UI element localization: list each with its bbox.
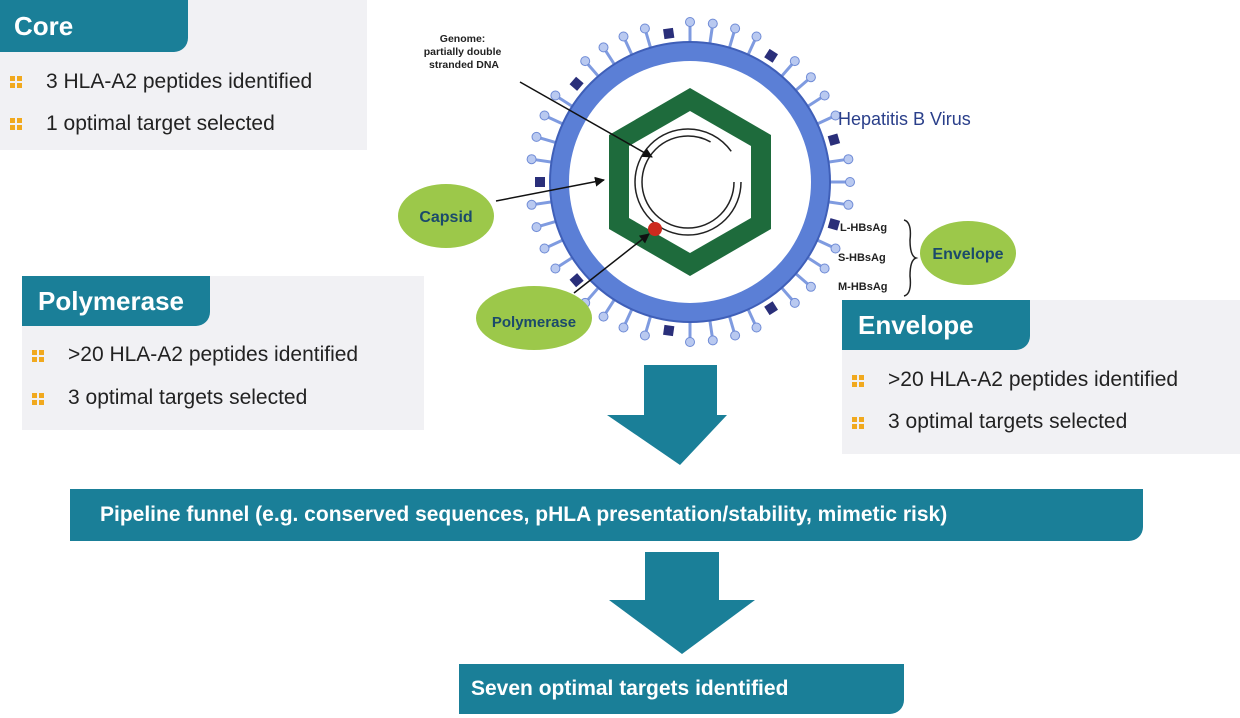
envelope-spike-head [789, 297, 800, 308]
envelope-spike-head [805, 72, 816, 83]
envelope-spike-head [618, 31, 629, 42]
surface-antigen-square [827, 218, 841, 231]
envelope-spike-head [685, 337, 695, 347]
pipeline-funnel-bar: Pipeline funnel (e.g. conserved sequence… [70, 489, 1143, 541]
envelope-spike-head [819, 263, 830, 274]
surface-antigen-square [827, 133, 841, 146]
envelope-spike-head [845, 177, 855, 187]
antigen-label: S-HBsAg [838, 252, 886, 264]
envelope-spike-head [751, 322, 762, 333]
envelope-spike-head [685, 17, 695, 27]
down-arrow-icon [609, 552, 755, 654]
polymerase-title: Polymerase [22, 276, 210, 326]
surface-antigen-square [764, 48, 779, 63]
bullet-icon [32, 393, 44, 405]
surface-antigen-square [569, 273, 584, 288]
surface-antigen-square [569, 76, 584, 91]
virus-name: Hepatitis B Virus [838, 109, 971, 129]
envelope-item: 3 optimal targets selected [888, 410, 1128, 433]
bullet-icon [32, 350, 44, 362]
bullet-icon [10, 118, 22, 130]
envelope-spike-head [618, 322, 629, 333]
envelope-spike-head [707, 335, 718, 346]
polymerase-item: 3 optimal targets selected [68, 386, 308, 409]
envelope-spike-head [843, 199, 854, 210]
envelope-spike-head [789, 56, 800, 67]
envelope-spike-head [598, 311, 609, 322]
result-bar: Seven optimal targets identified [459, 664, 904, 714]
envelope-spike-head [539, 110, 550, 121]
envelope-spike-head [730, 330, 741, 341]
core-title: Core [0, 0, 188, 52]
antigen-brace [903, 219, 919, 297]
polymerase-pointer [573, 233, 650, 294]
down-arrow-icon [607, 365, 727, 465]
polymerase-label: Polymerase [492, 314, 576, 331]
bullet-icon [852, 417, 864, 429]
envelope-item: >20 HLA-A2 peptides identified [888, 368, 1179, 391]
envelope-spikes [526, 17, 855, 347]
capsid-label-oval [398, 184, 494, 248]
envelope-spike-head [751, 31, 762, 42]
antigen-label: M-HBsAg [838, 281, 888, 293]
envelope-spike-head [819, 90, 830, 101]
envelope-spike-head [531, 131, 542, 142]
polymerase-item: >20 HLA-A2 peptides identified [68, 343, 359, 366]
surface-antigen-square [764, 301, 779, 316]
envelope-spike-head [598, 42, 609, 53]
polymerase-label-oval [476, 286, 592, 350]
genome-dna-outer [634, 128, 742, 236]
core-item: 3 HLA-A2 peptides identified [46, 70, 313, 93]
envelope-spike-head [550, 263, 561, 274]
surface-antigen-square [535, 177, 545, 187]
capsid-pointer [495, 176, 605, 202]
envelope-spike-head [526, 199, 537, 210]
envelope-spike-head [639, 23, 650, 34]
antigen-label: L-HBsAg [840, 222, 887, 234]
envelope-spike-head [730, 23, 741, 34]
envelope-spike-head [526, 154, 537, 165]
envelope-spike-head [531, 222, 542, 233]
envelope-spike-head [550, 90, 561, 101]
genome-label: Genome: partially double stranded DNA [424, 33, 505, 71]
envelope-label-oval [920, 221, 1016, 285]
genome-pointer [519, 81, 653, 158]
genome-dna-inner [641, 135, 735, 229]
bullet-icon [10, 76, 22, 88]
envelope-spike-head [707, 18, 718, 29]
envelope-spike-head [830, 243, 841, 254]
envelope-spike-head [843, 154, 854, 165]
bullet-icon [852, 375, 864, 387]
core-item: 1 optimal target selected [46, 112, 275, 135]
envelope-spike-head [580, 56, 591, 67]
surface-antigen-square [663, 324, 675, 337]
envelope-label: Envelope [932, 246, 1003, 263]
envelope-spike-head [805, 281, 816, 292]
envelope-spike-head [539, 243, 550, 254]
envelope-title: Envelope [842, 300, 1030, 350]
envelope-spike-head [830, 110, 841, 121]
envelope-spike-head [639, 330, 650, 341]
surface-antigen-square [663, 27, 675, 40]
polymerase-dot [648, 222, 662, 236]
capsid-label: Capsid [419, 209, 472, 226]
